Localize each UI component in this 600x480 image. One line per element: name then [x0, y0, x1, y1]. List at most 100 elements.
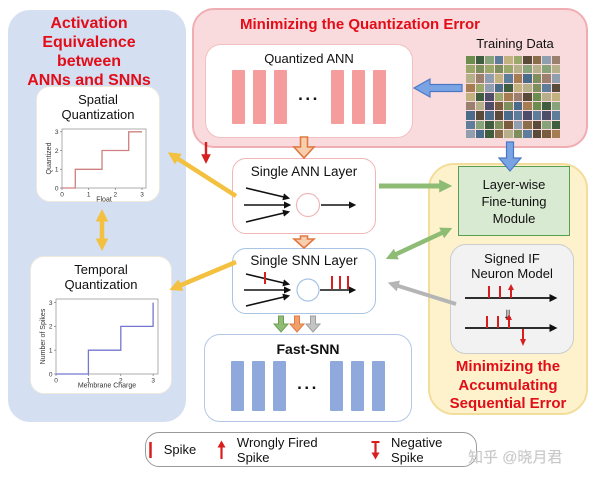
training-image-cell [551, 129, 560, 138]
svg-text:3: 3 [151, 378, 155, 385]
training-image-cell [532, 129, 541, 138]
svg-text:0: 0 [55, 185, 59, 192]
y-axis-label: Quantized [46, 142, 53, 174]
single-ann-layer-title: Single ANN Layer [250, 164, 358, 179]
quantized-ann-card: Quantized ANN ... [205, 44, 413, 138]
snn-layer-bar [329, 361, 343, 411]
training-image-cell [475, 129, 484, 138]
neuron-circle [295, 192, 321, 218]
title-line: Activation [50, 15, 128, 32]
training-image-cell [475, 65, 484, 74]
training-image-cell [504, 120, 513, 129]
training-data-grid [466, 56, 560, 138]
ann-layer-bar [372, 70, 386, 124]
training-image-cell [513, 120, 522, 129]
ann-layer-bar [253, 70, 267, 124]
training-image-cell [494, 111, 503, 120]
training-image-cell [494, 102, 503, 111]
orange-mini-arrow [288, 315, 306, 333]
snn-layer-bar [371, 361, 385, 411]
training-image-cell [504, 129, 513, 138]
training-image-cell [542, 65, 551, 74]
ann-layer-bar [330, 70, 344, 124]
training-image-cell [494, 83, 503, 92]
training-image-cell [532, 102, 541, 111]
ellipsis: ... [297, 374, 319, 393]
wrongly-fired-spike [508, 284, 514, 298]
training-image-cell [485, 92, 494, 102]
svg-text:3: 3 [140, 192, 144, 199]
spatial-quantization-title: Spatial Quantization [61, 92, 135, 122]
training-image-cell [523, 56, 532, 65]
training-image-cell [542, 129, 551, 138]
svg-text:2: 2 [114, 192, 118, 199]
step-line [62, 131, 142, 189]
snn-layer-bar [231, 361, 245, 411]
training-image-cell [523, 120, 532, 129]
training-image-cell [475, 56, 484, 65]
training-image-cell [542, 83, 551, 92]
wrongly-fired-spike [506, 314, 512, 328]
training-image-cell [504, 74, 513, 83]
signed-if-diagram: ⇓ [465, 284, 558, 346]
signed-if-card: Signed IF Neuron Model ⇓ [450, 244, 574, 354]
training-image-cell [551, 56, 560, 65]
training-image-cell [466, 111, 475, 120]
training-image-cell [532, 65, 541, 74]
training-image-cell [532, 120, 541, 129]
training-data-label: Training Data [476, 36, 554, 51]
fast-snn-title: Fast-SNN [276, 341, 340, 357]
step-line [56, 302, 154, 375]
input-arrow [245, 187, 291, 201]
svg-text:1: 1 [87, 378, 91, 385]
training-image-cell [466, 65, 475, 74]
training-image-cell [466, 74, 475, 83]
training-image-cell [485, 74, 494, 83]
training-image-cell [504, 83, 513, 92]
training-image-cell [513, 83, 522, 92]
legend-label: Spike [163, 442, 197, 457]
training-image-cell [523, 74, 532, 83]
legend: Spike Wrongly Fired Spike Negative Spike [145, 432, 477, 467]
y-axis-label: Number of Spikes [40, 308, 47, 364]
training-image-cell [504, 65, 513, 74]
training-image-cell [542, 56, 551, 65]
ann-layer-bar [232, 70, 246, 124]
training-image-cell [523, 111, 532, 120]
training-image-cell [513, 102, 522, 111]
training-image-cell [523, 92, 532, 102]
training-image-cell [466, 129, 475, 138]
training-image-cell [551, 92, 560, 102]
training-image-cell [475, 111, 484, 120]
watermark: 知乎 @晓月君 [468, 449, 563, 466]
svg-text:2: 2 [49, 324, 53, 331]
training-image-cell [542, 74, 551, 83]
sequential-error-title: Minimizing the Accumulating Sequential E… [449, 358, 567, 412]
snn-layer-bar [350, 361, 364, 411]
negative-spike-icon [371, 440, 380, 459]
ann-layer-bar [274, 70, 288, 124]
training-image-cell [485, 129, 494, 138]
snn-layer-bar [252, 361, 266, 411]
training-image-cell [475, 92, 484, 102]
training-image-cell [485, 83, 494, 92]
ann-neuron-diagram [244, 187, 357, 223]
training-image-cell [494, 92, 503, 102]
training-image-cell [466, 102, 475, 111]
input-arrow [245, 209, 291, 223]
activation-equivalence-title: Activation Equivalence between ANNs and … [10, 14, 168, 90]
training-image-cell [475, 120, 484, 129]
svg-text:2: 2 [55, 148, 59, 155]
training-image-cell [523, 65, 532, 74]
training-image-cell [494, 74, 503, 83]
training-image-cell [504, 102, 513, 111]
training-image-cell [475, 74, 484, 83]
gray-mini-arrow [304, 315, 322, 333]
single-snn-layer-card: Single SNN Layer [232, 248, 376, 314]
svg-text:3: 3 [55, 129, 59, 136]
title-line: ANNs and SNNs [27, 72, 151, 89]
